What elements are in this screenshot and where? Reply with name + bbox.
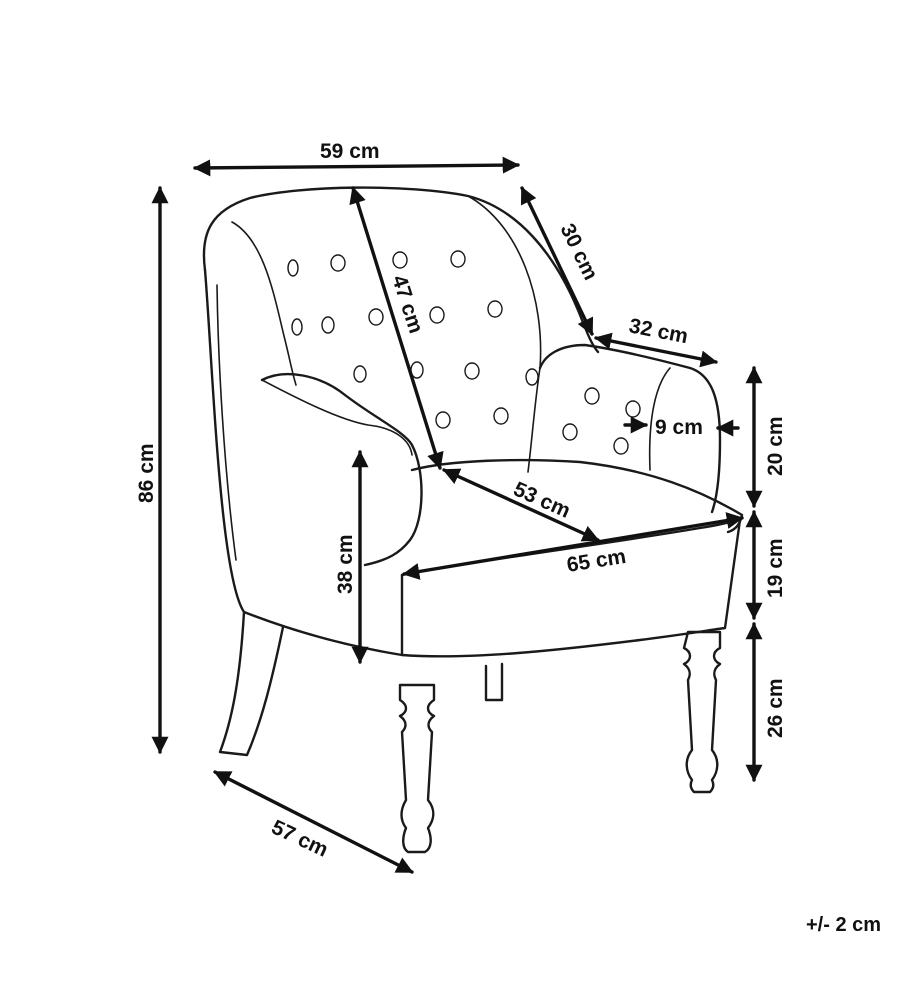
dim-line-top-depth [520, 186, 594, 336]
dim-line-width-top [193, 156, 520, 177]
label-arm-length: 32 cm [627, 314, 690, 348]
label-height-total: 86 cm [135, 443, 158, 503]
chair-front-right-leg [682, 630, 722, 794]
label-depth-bottom: 57 cm [268, 816, 332, 862]
dimension-lines [151, 156, 763, 874]
dimension-labels: 59 cm 86 cm 47 cm 30 cm 32 cm 9 cm 20 cm… [135, 140, 881, 936]
label-seat-height: 38 cm [334, 534, 357, 594]
dim-line-seat-width [402, 512, 744, 580]
chair-right-arm-front [648, 367, 671, 471]
label-width-top: 59 cm [320, 140, 380, 163]
chair-right-arm-inner [527, 367, 541, 473]
chair-left-apron [242, 610, 404, 657]
label-arm-width: 9 cm [655, 416, 703, 439]
label-leg-height: 26 cm [764, 678, 787, 738]
chair-rear-right-leg [484, 662, 504, 702]
chair-left-side-inner [216, 284, 237, 561]
armchair-illustration [202, 186, 744, 854]
label-arm-height: 20 cm [764, 416, 787, 476]
dim-line-arm-length [594, 332, 718, 368]
tufted-buttons [287, 250, 641, 455]
label-seat-width: 65 cm [565, 545, 627, 577]
chair-back-inner-right [467, 195, 542, 369]
chair-front-left-leg [398, 683, 436, 854]
chair-front-apron [400, 518, 742, 658]
chair-left-arm-front [261, 379, 413, 456]
chair-right-arm [538, 343, 722, 514]
label-tolerance: +/- 2 cm [806, 914, 881, 936]
chair-rear-left-leg [218, 610, 285, 757]
dim-line-depth-bottom [213, 770, 414, 874]
chair-left-side [203, 268, 246, 614]
label-seat-cushion: 19 cm [764, 538, 787, 598]
chair-seat-cushion [410, 458, 744, 534]
chair-back-inner-left [231, 221, 297, 386]
dim-line-backrest [349, 186, 444, 470]
label-backrest-height: 47 cm [387, 272, 427, 336]
